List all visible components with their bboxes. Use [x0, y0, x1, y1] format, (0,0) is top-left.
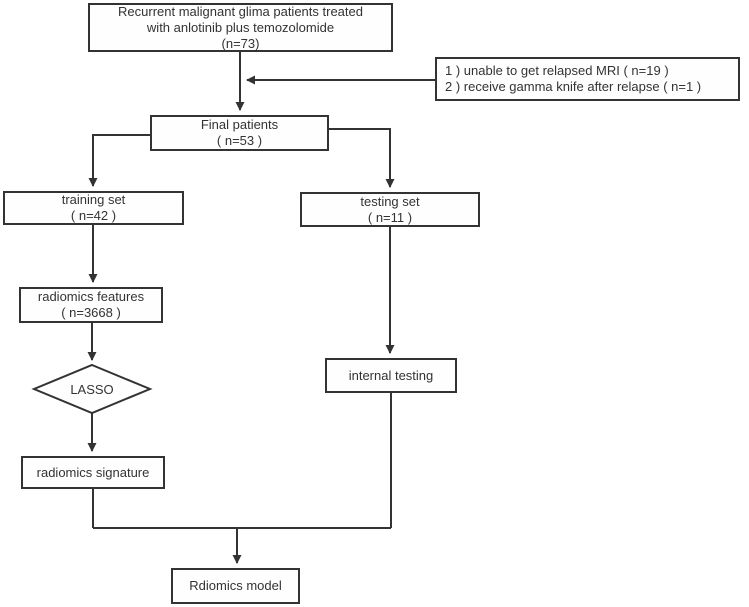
node-training-set-label: training set — [61, 192, 126, 207]
node-lasso-label: LASSO — [70, 381, 114, 397]
node-final-patients: Final patients ( n=53 ) — [150, 115, 329, 151]
node-recruitment-count: (n=73) — [221, 35, 260, 51]
node-exclusion-criteria: 1 ) unable to get relapsed MRI ( n=19 ) … — [435, 57, 740, 101]
node-training-set: training set ( n=42 ) — [3, 191, 184, 225]
node-lasso: LASSO — [34, 365, 150, 413]
lasso-diamond-shape — [31, 363, 153, 415]
connector-final-to-training — [88, 134, 150, 187]
node-radiomics-model: Rdiomics model — [171, 568, 300, 604]
node-radiomics-features: radiomics features ( n=3668 ) — [19, 287, 163, 323]
node-recruitment: Recurrent malignant glima patients treat… — [88, 3, 393, 52]
node-final-patients-label: Final patients — [200, 117, 279, 132]
node-testing-set: testing set ( n=11 ) — [300, 192, 480, 227]
node-testing-set-label: testing set — [360, 193, 420, 209]
node-radiomics-features-label: radiomics features — [37, 289, 145, 304]
node-recruitment-line1: Recurrent malignant glima patients treat… — [118, 3, 363, 19]
node-exclusion-line2: 2 ) receive gamma knife after relapse ( … — [445, 79, 702, 94]
node-exclusion-line1: 1 ) unable to get relapsed MRI ( n=19 ) — [445, 63, 669, 78]
node-recruitment-line2: with anlotinib plus temozolomide — [146, 19, 335, 35]
node-testing-set-count: ( n=11 ) — [367, 209, 413, 225]
connector-final-to-testing — [329, 128, 395, 188]
node-internal-testing: internal testing — [325, 358, 457, 393]
node-radiomics-features-count: ( n=3668 ) — [61, 305, 121, 320]
node-radiomics-signature: radiomics signature — [21, 456, 165, 489]
node-radiomics-signature-label: radiomics signature — [36, 464, 150, 480]
node-internal-testing-label: internal testing — [348, 367, 434, 383]
node-final-patients-count: ( n=53 ) — [216, 133, 263, 148]
node-radiomics-model-label: Rdiomics model — [189, 578, 282, 593]
node-training-set-count: ( n=42 ) — [70, 208, 117, 223]
